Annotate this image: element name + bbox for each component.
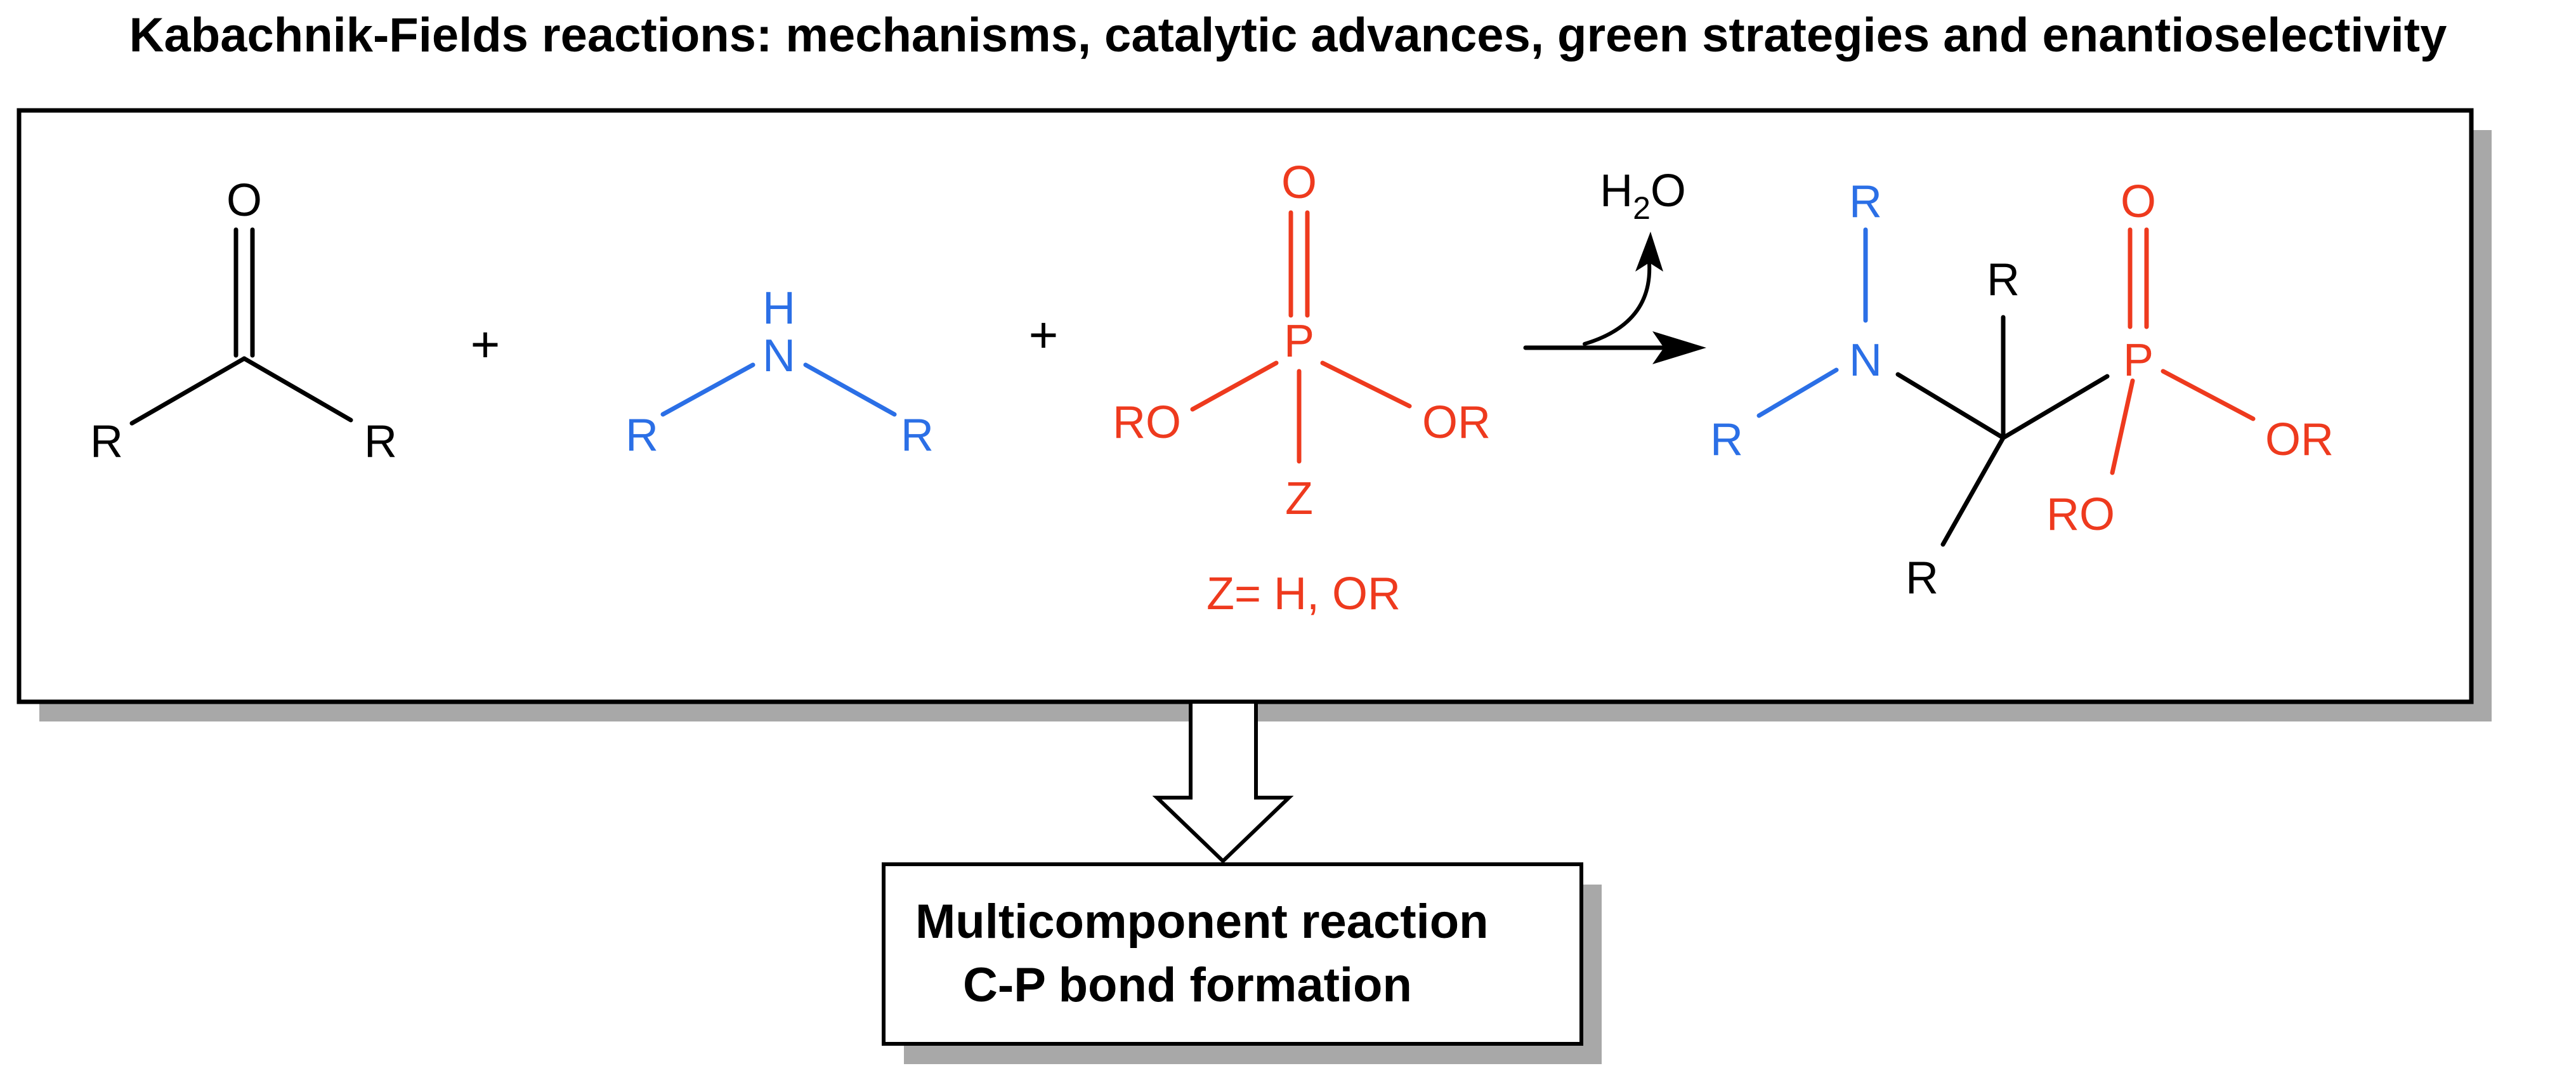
carbonyl-left-r: R: [90, 416, 123, 467]
plus-sign-1: +: [471, 316, 500, 372]
product-amine-part: [1756, 227, 1868, 418]
reaction-arrow-head: [1652, 331, 1706, 364]
amine: [660, 362, 897, 417]
plus-sign-2: +: [1029, 306, 1059, 363]
product-c-bottom-bond: [1940, 435, 2006, 547]
reaction-arrow: [1523, 232, 1706, 364]
phosphite-right-bond: [1320, 360, 1412, 409]
water-release-arrow-head: [1635, 232, 1663, 272]
carbonyl-right-r: R: [364, 416, 397, 467]
amine-nitrogen: N: [762, 331, 795, 381]
carbonyl-left-bond: [129, 356, 247, 426]
product-c-top-r: R: [1987, 254, 2020, 305]
product-p-right-bond: [2161, 369, 2256, 421]
phosphite-left-ro: RO: [1113, 397, 1181, 448]
product-c-p-bond: [2001, 374, 2110, 440]
product-n-top-r: R: [1849, 176, 1882, 227]
figure-title: Kabachnik-Fields reactions: mechanisms, …: [129, 8, 2447, 62]
amine-left-r: R: [625, 410, 658, 461]
product-nitrogen: N: [1849, 335, 1882, 386]
phosphite-phosphorus: P: [1284, 316, 1314, 367]
carbonyl-compound: [129, 227, 353, 426]
scheme-frame: [16, 108, 2492, 721]
product-n-left-bond: [1756, 367, 1839, 418]
water-h: H: [1600, 166, 1633, 216]
product-n-c-bond: [1895, 372, 2006, 440]
amine-right-r: R: [901, 410, 934, 461]
z-definition: Z= H, OR: [1206, 569, 1401, 619]
product-right-or: OR: [2265, 414, 2334, 465]
carbonyl-right-bond: [242, 356, 353, 423]
water-release-curve: [1583, 261, 1652, 346]
summary-line-1: Multicomponent reaction: [915, 895, 1489, 949]
amine-left-bond: [660, 362, 755, 417]
phosphite: [1190, 210, 1412, 464]
carbonyl-oxygen: O: [226, 175, 262, 226]
product-lower-ro: RO: [2046, 489, 2115, 540]
water-formula: H2O: [1600, 166, 1686, 226]
phosphite-right-or: OR: [1422, 397, 1491, 448]
frame-border: [16, 108, 2474, 704]
summary-box: Multicomponent reaction C-P bond formati…: [882, 862, 1602, 1064]
water-o: O: [1651, 166, 1686, 216]
amine-right-bond: [803, 362, 897, 417]
product-phosphonate-part: [2110, 227, 2256, 475]
product-carbon-part: [1895, 315, 2110, 547]
summary-line-2: C-P bond formation: [963, 958, 1412, 1012]
phosphite-oxygen: O: [1281, 157, 1317, 208]
summary-box-border: [882, 862, 1583, 1046]
product-n-left-r: R: [1710, 414, 1743, 465]
phosphite-left-bond: [1190, 360, 1279, 412]
hollow-down-arrow: [1152, 700, 1294, 864]
phosphite-z: Z: [1285, 473, 1313, 524]
product-p-lower-bond: [2110, 378, 2135, 475]
product-phosphoryl-oxygen: O: [2121, 176, 2156, 227]
amine-hydrogen: H: [762, 283, 795, 334]
water-subscript: 2: [1633, 190, 1651, 226]
product-c-bottom-r: R: [1906, 553, 1939, 603]
product-phosphorus: P: [2123, 335, 2154, 386]
